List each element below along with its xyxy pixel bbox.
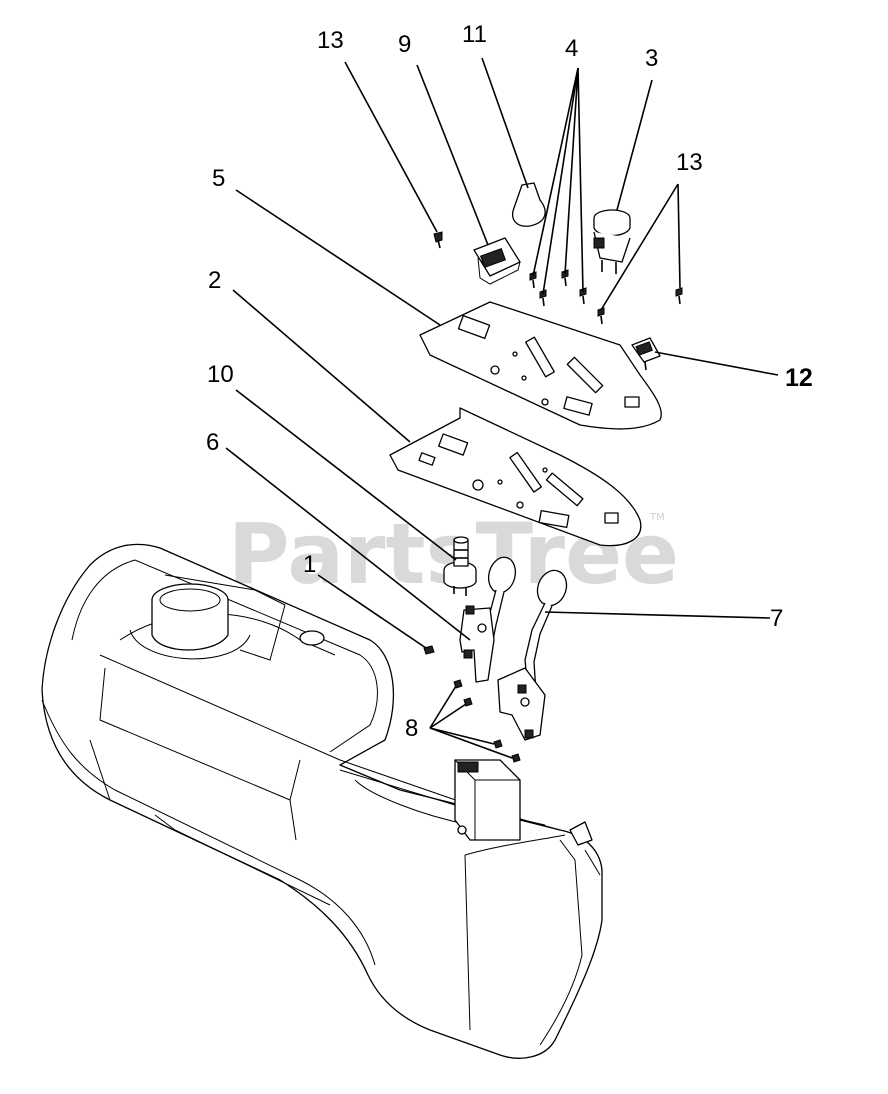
callout-6: 6 bbox=[206, 429, 219, 456]
callout-2: 2 bbox=[208, 267, 221, 294]
callout-10: 10 bbox=[207, 361, 234, 388]
ignition-switch-10 bbox=[443, 536, 477, 596]
knob-11 bbox=[512, 182, 546, 227]
fender-console-body bbox=[41, 543, 603, 1059]
screws-4 bbox=[529, 269, 587, 307]
callout-12: 12 bbox=[785, 364, 813, 392]
screws-13-right bbox=[597, 287, 683, 325]
switch-12 bbox=[631, 337, 661, 371]
rocker-switch-9 bbox=[473, 237, 521, 285]
callout-13-left: 13 bbox=[317, 27, 344, 54]
push-switch-3 bbox=[593, 209, 631, 274]
callout-11: 11 bbox=[462, 21, 487, 48]
leader-lines bbox=[225, 57, 779, 759]
callout-1: 1 bbox=[303, 551, 316, 578]
lower-mounting-plate bbox=[389, 407, 642, 547]
control-levers bbox=[459, 556, 568, 741]
callout-13-right: 13 bbox=[676, 149, 703, 176]
watermark-trademark: TM bbox=[649, 512, 665, 523]
callout-7: 7 bbox=[770, 605, 783, 632]
upper-dash-panel bbox=[419, 301, 662, 430]
callout-4: 4 bbox=[565, 35, 578, 62]
callout-3: 3 bbox=[645, 45, 658, 72]
nut-1 bbox=[423, 645, 435, 655]
callout-8: 8 bbox=[405, 715, 418, 742]
callout-5: 5 bbox=[212, 165, 225, 192]
callout-labels: 13 9 11 4 3 13 5 2 12 10 6 1 7 8 bbox=[206, 21, 813, 742]
callout-9: 9 bbox=[398, 31, 411, 58]
screw-13-left bbox=[433, 231, 443, 249]
